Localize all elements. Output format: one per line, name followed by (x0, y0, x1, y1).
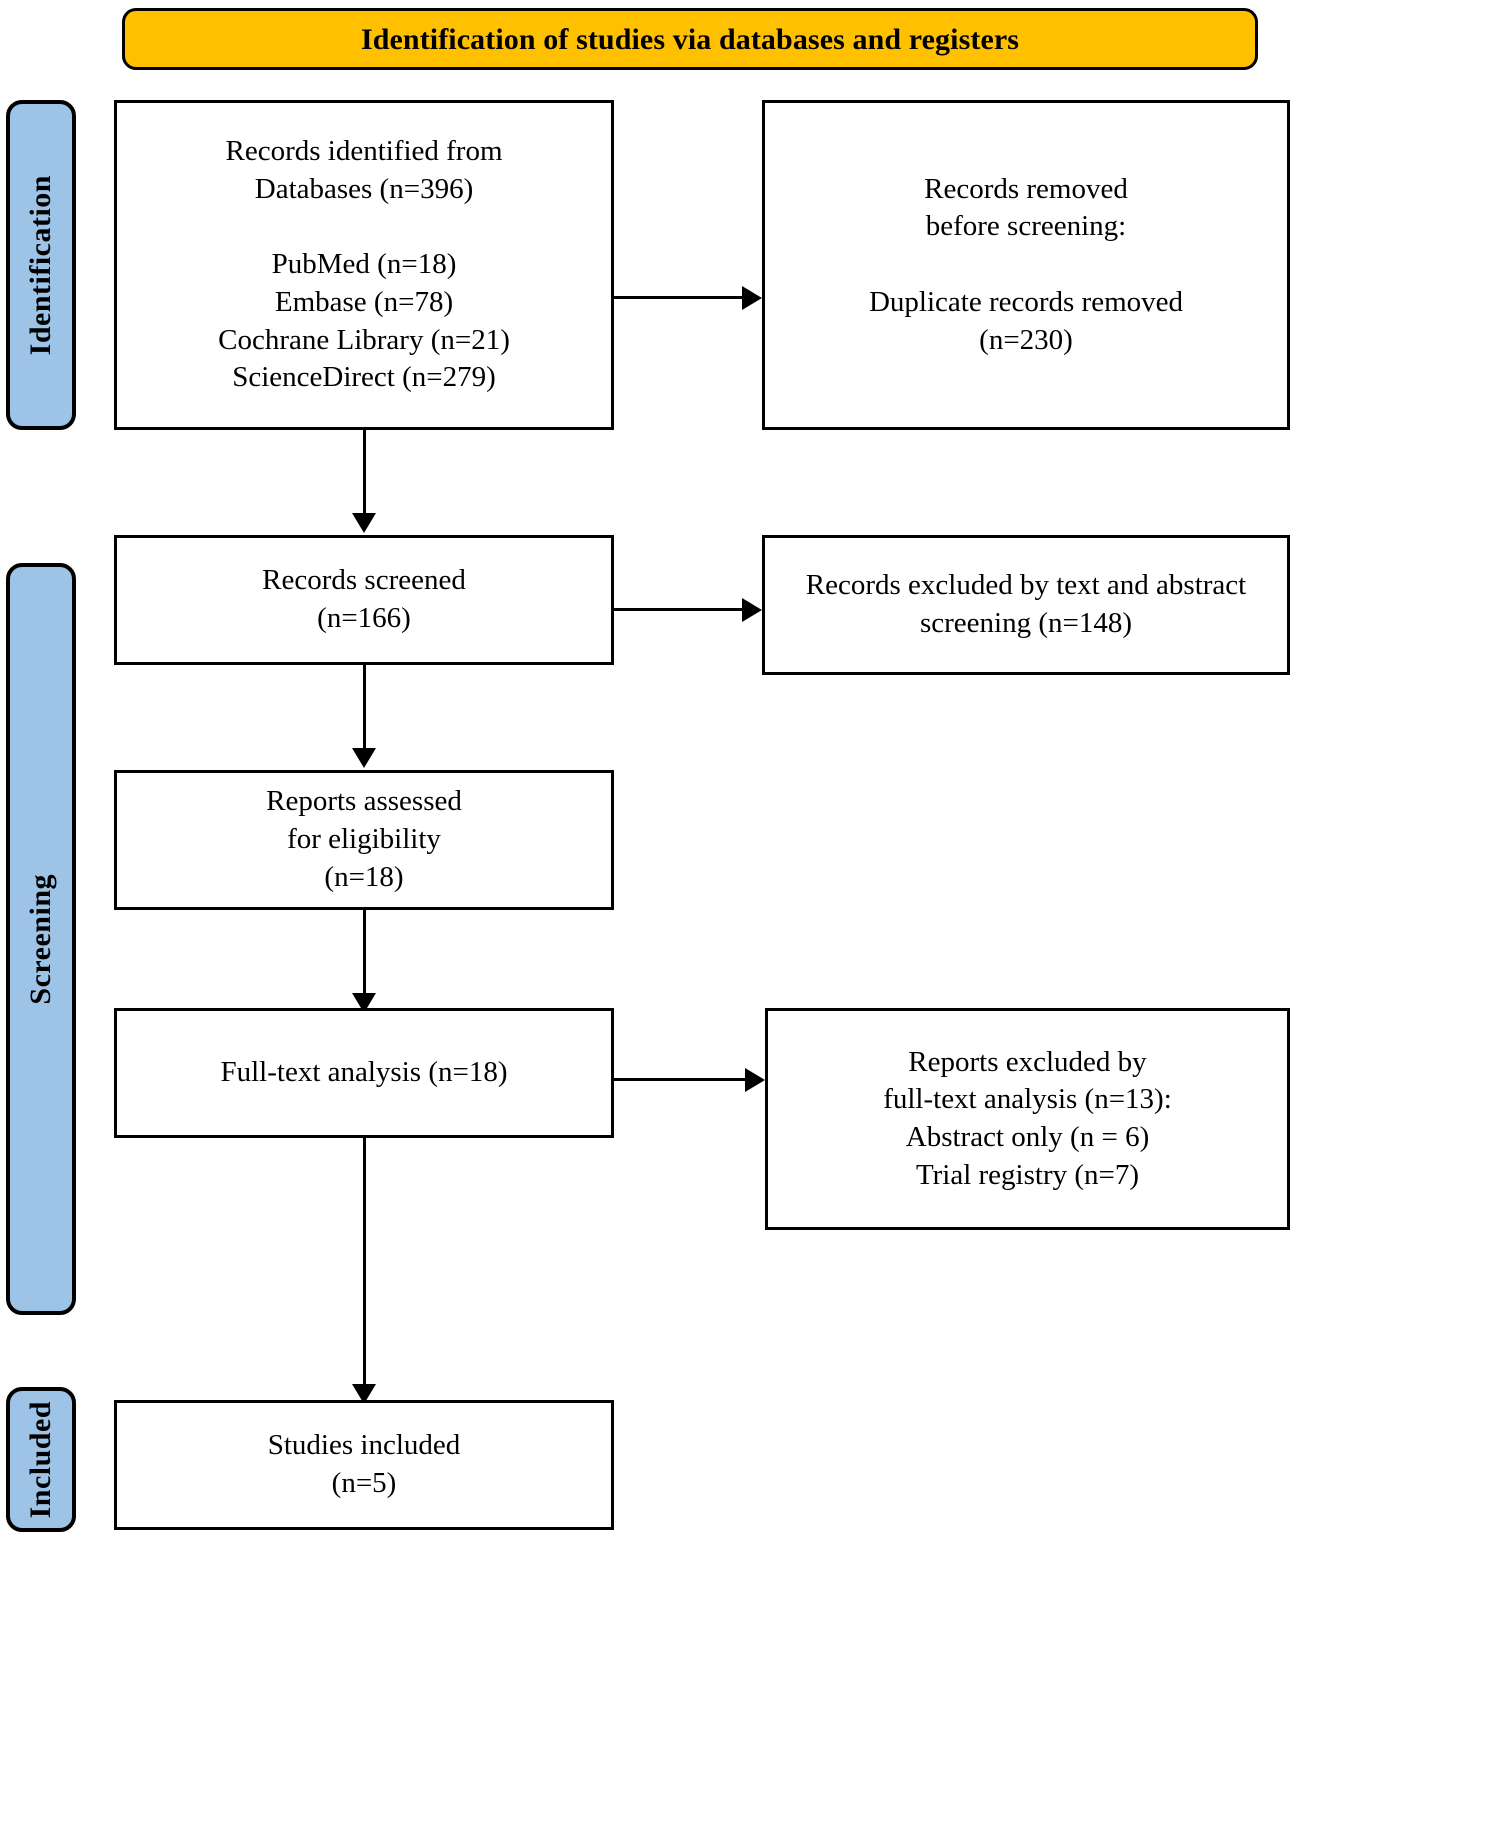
stage-label-included-text: Included (24, 1400, 57, 1519)
connector-screened-to-excluded-line (614, 608, 742, 611)
stage-label-screening: Screening (6, 563, 76, 1315)
stage-label-included: Included (6, 1387, 76, 1532)
box-records-screened-text: Records screened (n=166) (262, 564, 466, 634)
box-reports-excluded: Reports excluded by full-text analysis (… (765, 1008, 1290, 1230)
page-title: Identification of studies via databases … (360, 22, 1020, 56)
connector-identified-to-removed-arrowhead (742, 286, 762, 310)
connector-fulltext-to-included-line (363, 1138, 366, 1386)
connector-identified-to-screened-arrowhead (352, 513, 376, 533)
box-full-text-analysis: Full-text analysis (n=18) (114, 1008, 614, 1138)
connector-fulltext-to-excluded-arrowhead (745, 1068, 765, 1092)
box-records-identified: Records identified from Databases (n=396… (114, 100, 614, 430)
box-studies-included-text: Studies included (n=5) (267, 1429, 461, 1499)
box-reports-excluded-text: Reports excluded by full-text analysis (… (883, 1045, 1172, 1191)
box-reports-assessed: Reports assessed for eligibility (n=18) (114, 770, 614, 910)
box-records-removed: Records removed before screening: Duplic… (762, 100, 1290, 430)
stage-label-identification-text: Identification (24, 174, 57, 356)
connector-identified-to-removed-line (614, 296, 742, 299)
stage-label-identification: Identification (6, 100, 76, 430)
connector-assessed-to-fulltext-line (363, 910, 366, 995)
diagram-title-banner: Identification of studies via databases … (122, 8, 1258, 70)
stage-label-screening-text: Screening (24, 873, 57, 1005)
box-records-removed-text: Records removed before screening: Duplic… (868, 172, 1184, 356)
connector-fulltext-to-included-arrowhead (352, 1384, 376, 1404)
box-reports-assessed-text: Reports assessed for eligibility (n=18) (266, 785, 462, 893)
box-records-screened: Records screened (n=166) (114, 535, 614, 665)
connector-screened-to-assessed-line (363, 665, 366, 750)
box-studies-included: Studies included (n=5) (114, 1400, 614, 1530)
connector-fulltext-to-excluded-line (614, 1078, 745, 1081)
connector-screened-to-assessed-arrowhead (352, 748, 376, 768)
box-records-excluded: Records excluded by text and abstract sc… (762, 535, 1290, 675)
box-records-excluded-text: Records excluded by text and abstract sc… (805, 569, 1247, 639)
connector-screened-to-excluded-arrowhead (742, 598, 762, 622)
box-records-identified-text: Records identified from Databases (n=396… (218, 135, 510, 394)
box-full-text-analysis-text: Full-text analysis (n=18) (220, 1056, 508, 1089)
connector-identified-to-screened-line (363, 430, 366, 515)
